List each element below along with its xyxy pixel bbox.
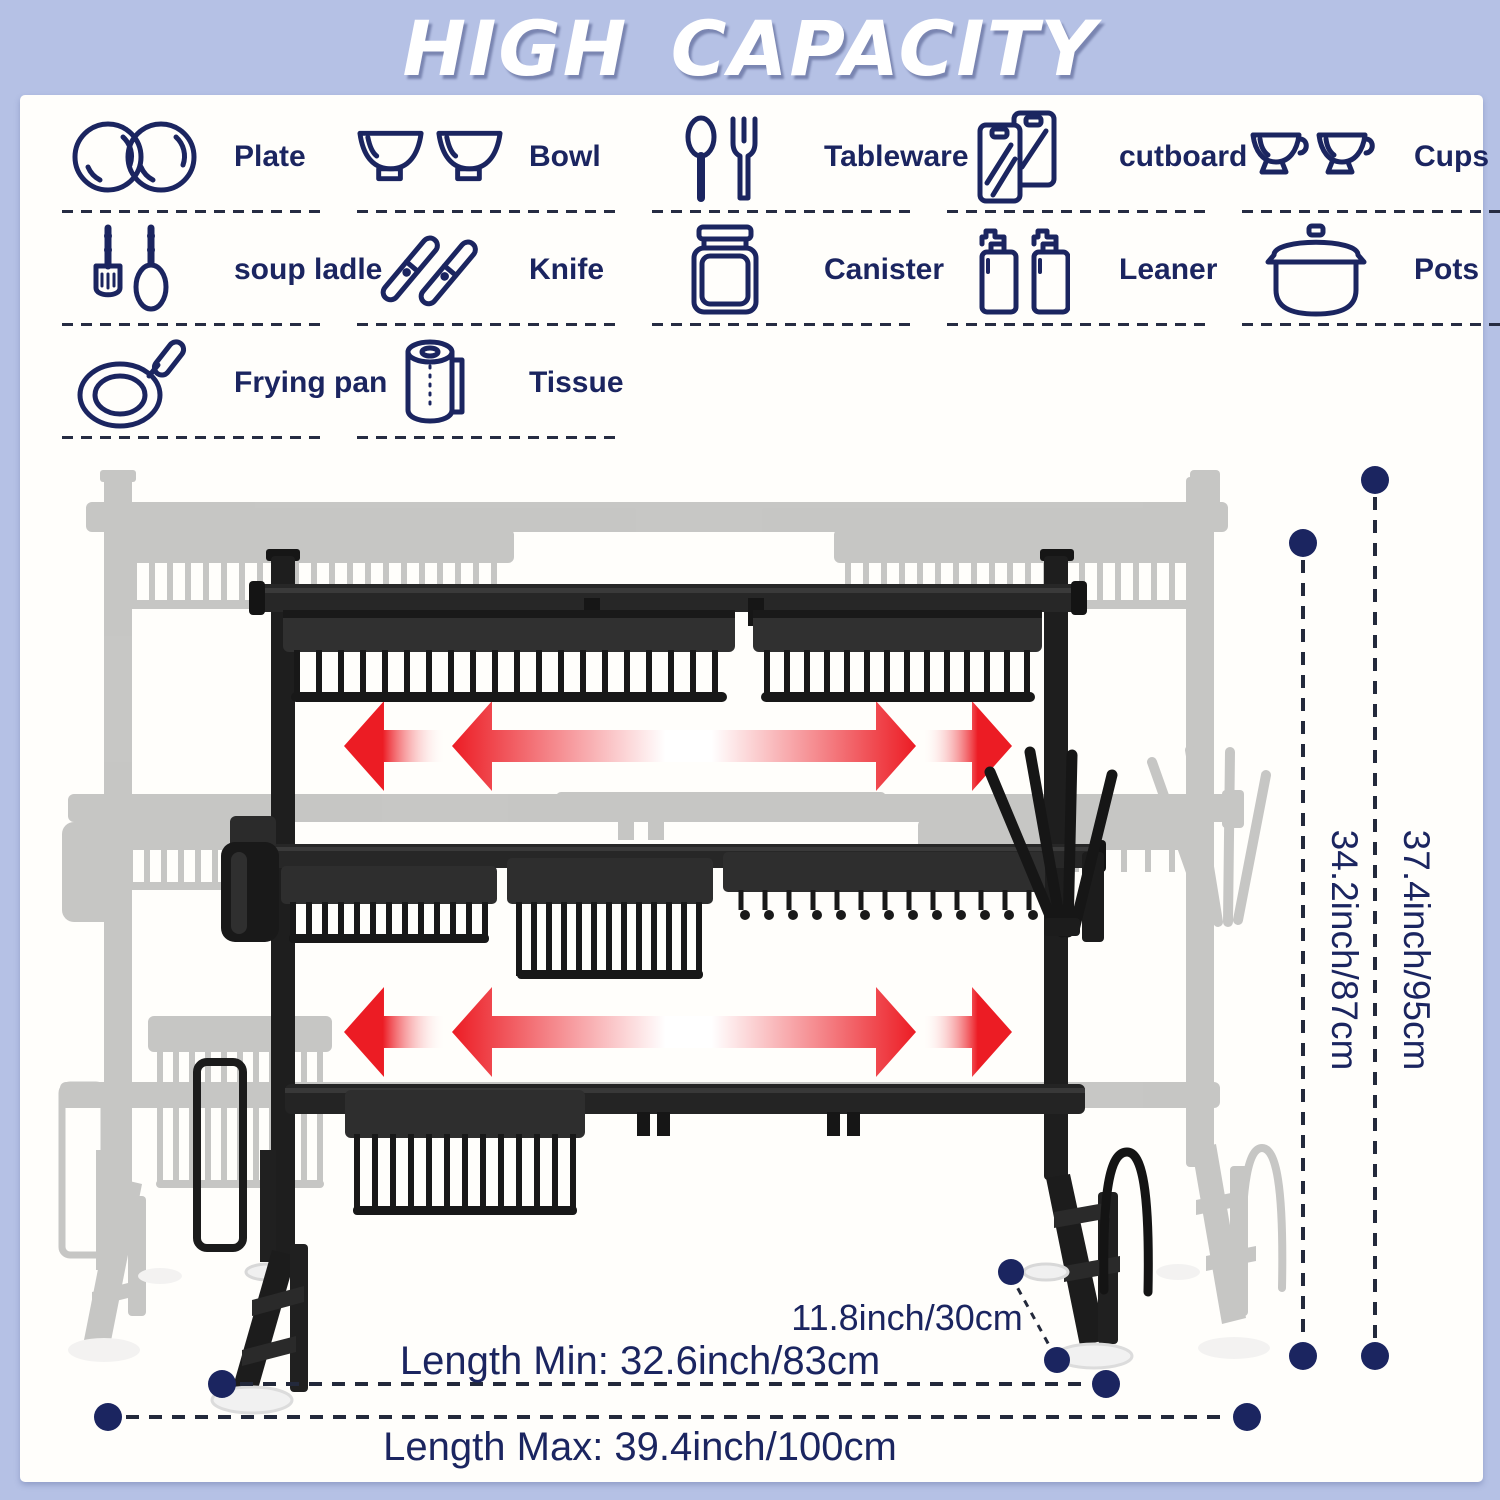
dimension-texts: 34.2inch/87cm 37.4inch/95cm 11.8inch/30c… xyxy=(383,830,1437,1469)
tissue-icon xyxy=(355,336,505,430)
capacity-item-leaner: Leaner xyxy=(945,213,1240,326)
cutboard-icon xyxy=(945,109,1095,205)
dimension-annotations xyxy=(126,497,1377,1419)
dimension-label-height-outer: 37.4inch/95cm xyxy=(1396,830,1437,1071)
capacity-item-cutboard: cutboard xyxy=(945,100,1247,213)
item-label: Plate xyxy=(234,139,306,173)
item-label: Leaner xyxy=(1119,252,1218,286)
capacity-item-pots: Pots xyxy=(1240,213,1500,326)
dimension-label-height-inner: 34.2inch/87cm xyxy=(1324,830,1365,1071)
item-label: Tableware xyxy=(824,139,969,173)
ghost-rack-extended xyxy=(58,470,1287,1362)
bowl-icon xyxy=(355,123,505,191)
capacity-item-cups: Cups xyxy=(1240,100,1500,213)
expand-arrows-top xyxy=(344,701,1012,791)
item-label: Cups xyxy=(1414,139,1489,173)
tableware-icon xyxy=(650,111,800,203)
capacity-item-tableware: Tableware xyxy=(650,100,969,213)
dimension-label-depth: 11.8inch/30cm xyxy=(791,1297,1022,1338)
plate-icon xyxy=(60,109,210,205)
dimension-label-length-min: Length Min: 32.6inch/83cm xyxy=(400,1339,880,1383)
item-label: Frying pan xyxy=(234,365,388,399)
capacity-item-frying-pan: Frying pan xyxy=(60,326,387,439)
item-label: Tissue xyxy=(529,365,624,399)
capacity-item-plate: Plate xyxy=(60,100,355,213)
pots-icon xyxy=(1240,223,1390,317)
capacity-item-canister: Canister xyxy=(650,213,945,326)
page-title: HIGH CAPACITY xyxy=(402,3,1098,93)
item-label: Canister xyxy=(824,252,945,286)
frying-pan-icon xyxy=(60,336,210,430)
cups-icon xyxy=(1240,125,1390,189)
dimension-dots xyxy=(94,466,1389,1431)
black-rack xyxy=(193,549,1153,1415)
capacity-item-soup-ladle: soup ladle xyxy=(60,213,382,326)
item-label: cutboard xyxy=(1119,139,1248,173)
knife-icon xyxy=(355,224,505,316)
capacity-item-knife: Knife xyxy=(355,213,650,326)
soup-ladle-icon xyxy=(60,224,210,316)
leaner-icon xyxy=(945,224,1095,316)
item-label: Bowl xyxy=(529,139,601,173)
expand-arrows-bottom xyxy=(344,987,1012,1077)
capacity-icon-grid: Plate Bowl Tableware xyxy=(60,100,1500,439)
item-label: soup ladle xyxy=(234,252,383,286)
capacity-item-bowl: Bowl xyxy=(355,100,650,213)
capacity-item-tissue: Tissue xyxy=(355,326,650,439)
canister-icon xyxy=(650,224,800,316)
dimension-label-length-max: Length Max: 39.4inch/100cm xyxy=(383,1425,897,1469)
item-label: Knife xyxy=(529,252,604,286)
item-label: Pots xyxy=(1414,252,1480,286)
